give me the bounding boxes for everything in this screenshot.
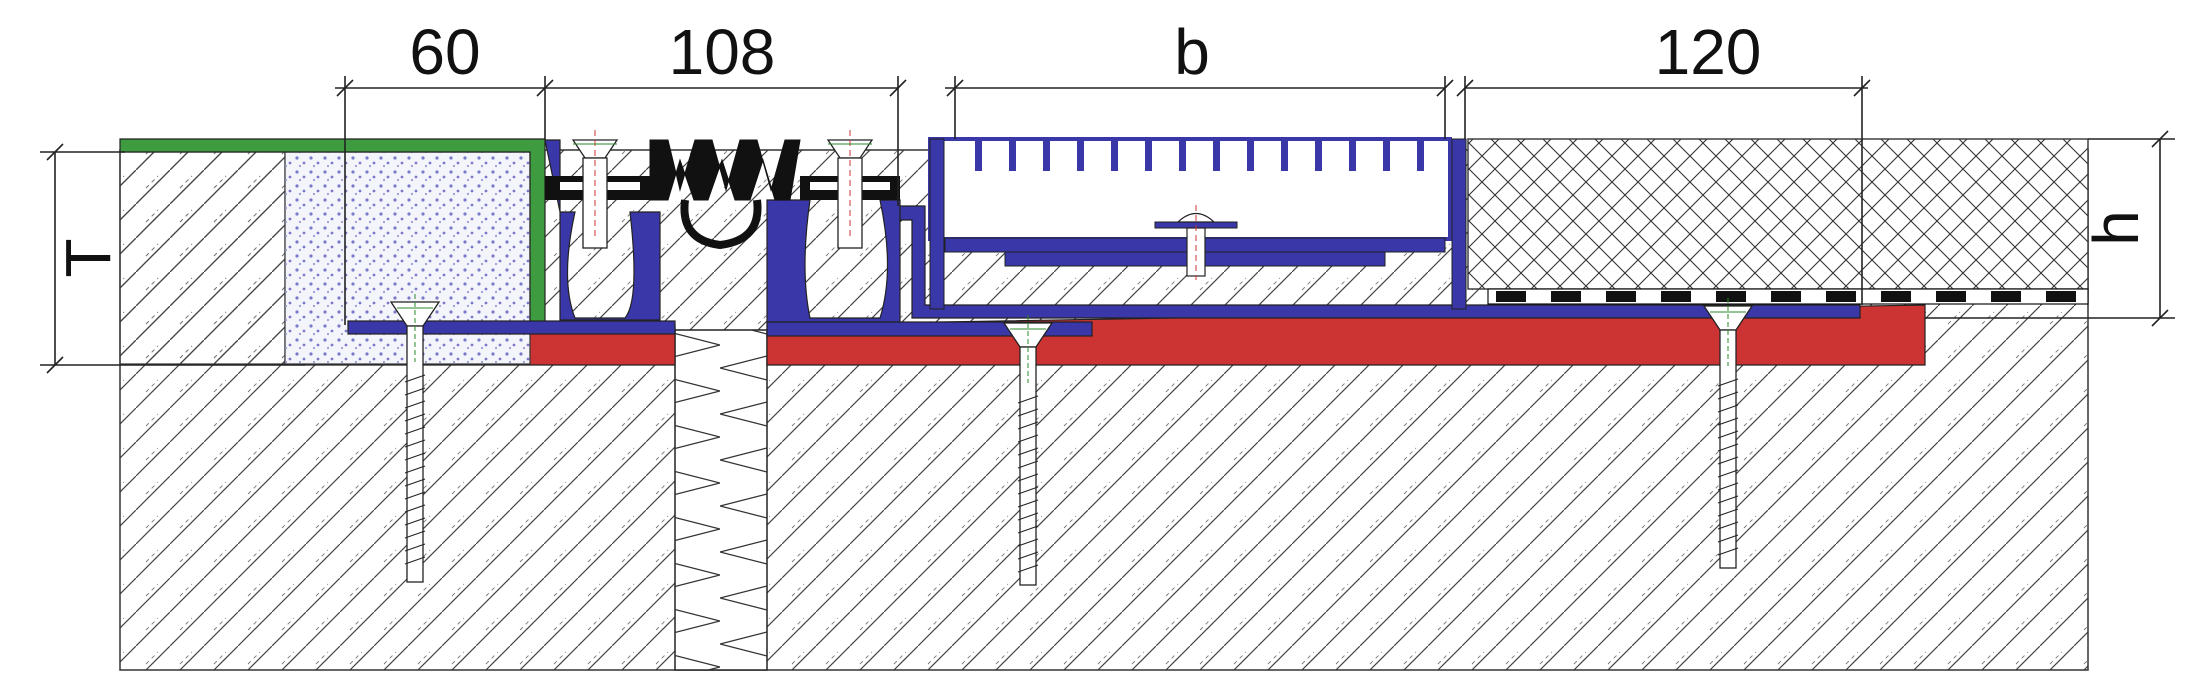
cover-groove: [1043, 139, 1050, 171]
screw-thread: [1017, 447, 1039, 456]
screw-thread: [1717, 378, 1739, 387]
cover-groove: [1077, 139, 1084, 171]
screw-thread: [1717, 430, 1739, 439]
adhesive-strip-segment: [1771, 291, 1801, 302]
screw-thread: [404, 543, 426, 552]
screw-thread: [1717, 391, 1739, 400]
screw-thread: [1017, 551, 1039, 560]
screw-thread: [1717, 469, 1739, 478]
screed-left: [119, 151, 286, 365]
dimension-label-T: T: [52, 238, 124, 277]
screw-thread: [1017, 434, 1039, 443]
screw-thread: [404, 374, 426, 383]
adhesive-strip-segment: [1991, 291, 2021, 302]
adhesive-strip-segment: [1496, 291, 1526, 302]
adhesive-strip-segment: [1551, 291, 1581, 302]
screw-thread: [404, 530, 426, 539]
screw-thread: [1017, 395, 1039, 404]
cover-plate-side-right: [1451, 138, 1467, 310]
dimension-label-60: 60: [409, 16, 480, 88]
cover-groove: [1383, 139, 1390, 171]
dimension-lines: [40, 76, 2175, 374]
screw-thread: [404, 465, 426, 474]
clamp-bolt-left: [571, 130, 619, 249]
cover-groove: [1111, 139, 1118, 171]
screw-thread: [404, 491, 426, 500]
dimension-label-120: 120: [1655, 16, 1762, 88]
cover-groove: [1417, 139, 1424, 171]
cover-groove: [1281, 139, 1288, 171]
screw-thread: [1717, 482, 1739, 491]
screw-thread: [1017, 421, 1039, 430]
adhesive-strip-segment: [1661, 291, 1691, 302]
profile-base-plate: [347, 320, 676, 335]
anchor-screw-3: [1702, 298, 1754, 569]
screw-thread: [1717, 508, 1739, 517]
joint-filler: [675, 330, 767, 670]
screw-thread: [1717, 456, 1739, 465]
anchor-screw-2: [1002, 315, 1054, 586]
dimension-label-108: 108: [669, 16, 776, 88]
clamp-bolt-right: [826, 130, 874, 249]
screw-thread: [1017, 564, 1039, 573]
screw-thread: [1717, 495, 1739, 504]
adhesive-strip: [1487, 288, 2089, 305]
rubber-seal-loop: [680, 199, 762, 250]
rubber-seal-bellows: [649, 139, 801, 201]
screw-thread: [1717, 404, 1739, 413]
screw-thread: [404, 426, 426, 435]
tile-floor-texture: [1468, 139, 2088, 289]
cover-bolt: [1154, 205, 1238, 280]
screw-thread: [404, 452, 426, 461]
cover-groove: [1213, 139, 1220, 171]
screw-thread: [404, 556, 426, 565]
screw-thread: [1017, 486, 1039, 495]
screw-thread: [404, 387, 426, 396]
screw-thread: [1017, 460, 1039, 469]
dimension-label-b: b: [1174, 16, 1210, 88]
cover-plate-side-left: [929, 138, 945, 310]
adhesive-strip-segment: [2046, 291, 2076, 302]
screw-thread: [1717, 443, 1739, 452]
screw-thread: [1017, 473, 1039, 482]
screw-thread: [1017, 499, 1039, 508]
screw-thread: [404, 504, 426, 513]
screw-thread: [1017, 538, 1039, 547]
cover-groove: [1145, 139, 1152, 171]
cover-groove: [1247, 139, 1254, 171]
profile-left-section: [544, 139, 661, 321]
screw-thread: [1717, 521, 1739, 530]
screw-thread: [1017, 512, 1039, 521]
screw-thread: [1717, 547, 1739, 556]
cover-groove: [975, 139, 982, 171]
adhesive-strip-segment: [1826, 291, 1856, 302]
cover-groove: [1349, 139, 1356, 171]
adhesive-strip-segment: [1881, 291, 1911, 302]
profile-right-section: [766, 199, 901, 323]
screw-thread: [1017, 408, 1039, 417]
screw-thread: [1017, 525, 1039, 534]
cover-groove: [1009, 139, 1016, 171]
screw-thread: [404, 413, 426, 422]
screw-thread: [404, 517, 426, 526]
screw-thread: [404, 478, 426, 487]
dimension-label-h: h: [2080, 210, 2152, 246]
cover-plate-grooves: [975, 139, 1424, 171]
adhesive-strip-segment: [1936, 291, 1966, 302]
adhesive-strip-segment: [1606, 291, 1636, 302]
screw-thread: [404, 400, 426, 409]
profile-support-arm: [899, 205, 1861, 319]
cover-groove: [1315, 139, 1322, 171]
screw-thread: [1717, 417, 1739, 426]
anchor-screw-1: [389, 294, 441, 583]
cover-groove: [1179, 139, 1186, 171]
adhesive-strip-segment: [1716, 291, 1746, 302]
screw-thread: [404, 439, 426, 448]
screw-thread: [1717, 534, 1739, 543]
